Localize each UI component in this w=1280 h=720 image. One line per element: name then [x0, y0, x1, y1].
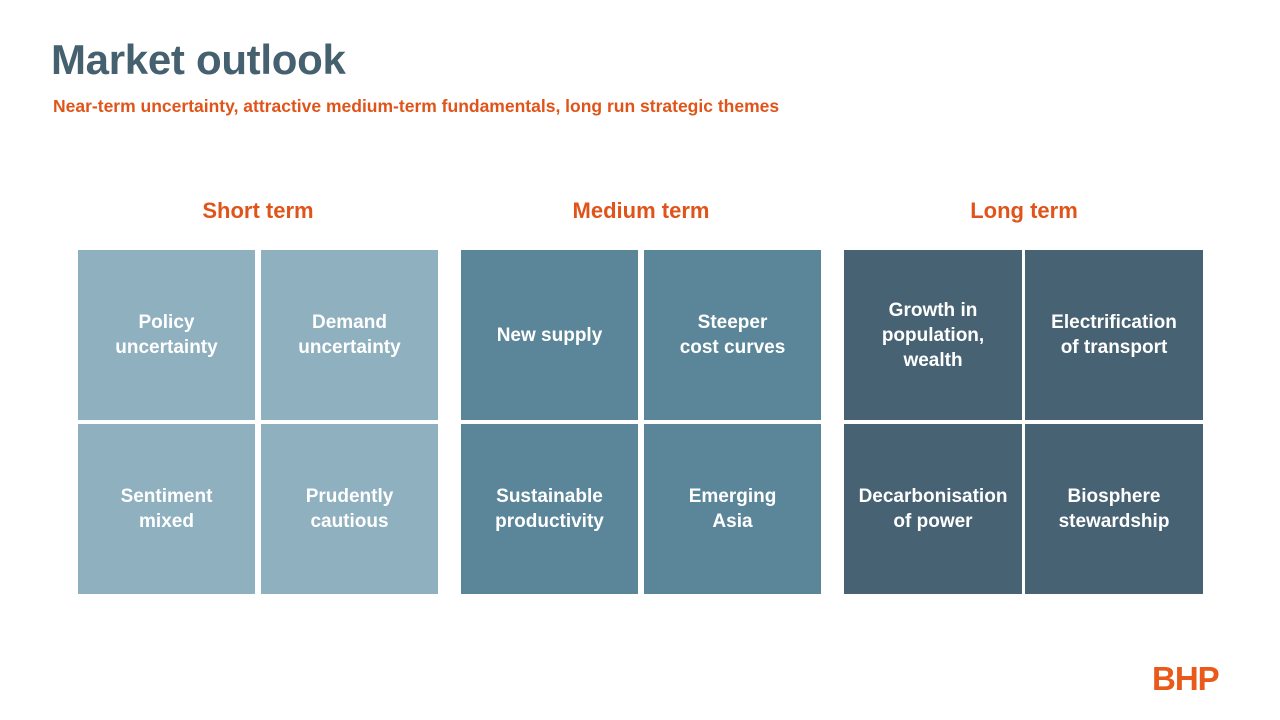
group-title-medium-term: Medium term	[572, 198, 710, 223]
slide-subtitle: Near-term uncertainty, attractive medium…	[53, 96, 780, 116]
tile-line: stewardship	[1058, 511, 1170, 532]
tile-line: New supply	[496, 324, 603, 346]
tile-line: of transport	[1060, 337, 1168, 358]
tile-new-supply: New supply	[461, 250, 638, 420]
tile-decarbonisation-of-power: Decarbonisation of power	[844, 424, 1022, 594]
tile-line: cost curves	[679, 337, 786, 358]
tile-policy-uncertainty: Policy uncertainty	[78, 250, 255, 420]
tile-sustainable-productivity: Sustainable productivity	[461, 424, 638, 594]
slide-title: Market outlook	[51, 36, 346, 83]
tile-line: Prudently	[305, 486, 394, 507]
tile-line: Emerging	[688, 486, 777, 507]
tile-line: Policy	[138, 312, 195, 333]
tile-line: Biosphere	[1067, 486, 1161, 507]
group-title-long-term: Long term	[970, 198, 1078, 223]
tile-prudently-cautious: Prudently cautious	[261, 424, 438, 594]
bhp-logo: BHP	[1152, 660, 1220, 697]
tile-line: Growth in	[888, 299, 978, 321]
tile-line: Steeper	[697, 312, 768, 333]
tile-line: Sentiment	[120, 486, 213, 507]
tile-line: population,	[881, 324, 985, 346]
tile-line: Sustainable	[496, 486, 603, 507]
tile-biosphere-stewardship: Biosphere stewardship	[1025, 424, 1203, 594]
tile-line: Electrification	[1051, 312, 1177, 333]
tile-line: Decarbonisation	[858, 486, 1008, 507]
tile-line: of power	[893, 511, 973, 532]
tile-line: uncertainty	[115, 337, 218, 358]
tile-steeper-cost-curves: Steeper cost curves	[644, 250, 821, 420]
tile-line: productivity	[495, 511, 604, 532]
tile-demand-uncertainty: Demand uncertainty	[261, 250, 438, 420]
tile-line: wealth	[903, 349, 963, 371]
tile-growth-population-wealth: Growth in population, wealth	[844, 250, 1022, 420]
tile-line: uncertainty	[298, 337, 401, 358]
tile-electrification-of-transport: Electrification of transport	[1025, 250, 1203, 420]
tile-line: mixed	[139, 511, 194, 532]
tile-sentiment-mixed: Sentiment mixed	[78, 424, 255, 594]
group-title-short-term: Short term	[202, 198, 314, 223]
tile-line: Demand	[312, 312, 387, 333]
tile-line: cautious	[310, 511, 389, 532]
tile-line: Asia	[712, 511, 753, 532]
